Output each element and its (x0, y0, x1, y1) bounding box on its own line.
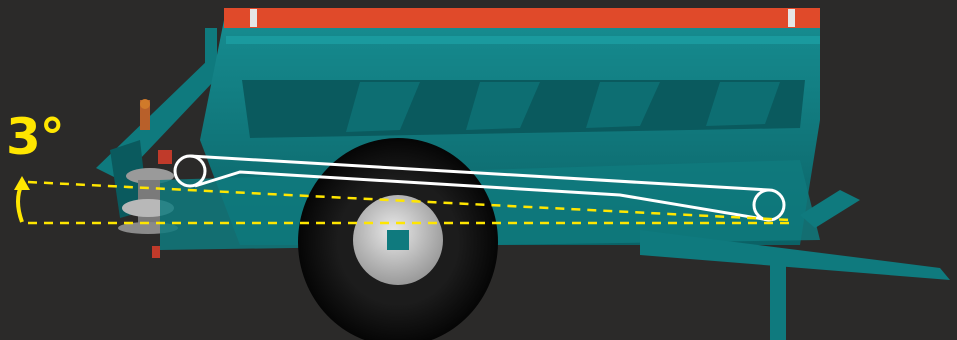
top-rail-marker-left (250, 9, 257, 27)
angle-label: 3° (6, 112, 64, 162)
top-rail-marker-right (788, 9, 795, 27)
top-rail (224, 8, 820, 28)
hub (387, 230, 409, 250)
angle-arrow-icon (14, 176, 30, 222)
chassis-frame (160, 160, 950, 340)
